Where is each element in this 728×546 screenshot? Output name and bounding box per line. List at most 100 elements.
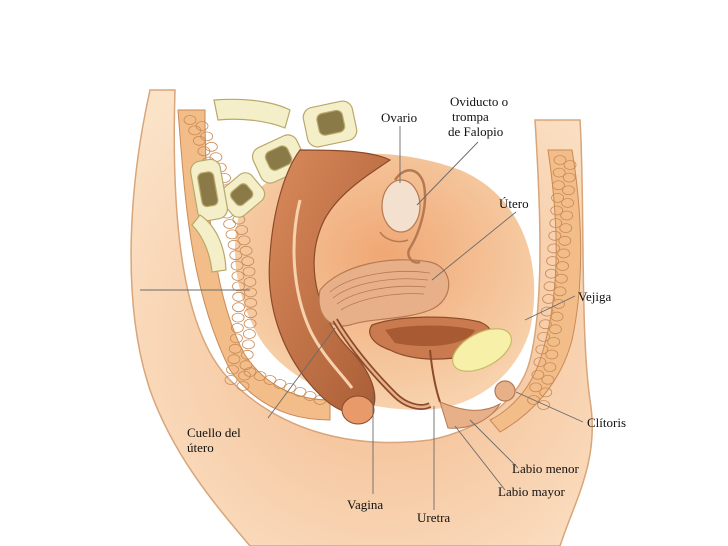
fat-cell bbox=[231, 271, 245, 281]
fat-cell bbox=[197, 146, 211, 157]
fat-cell bbox=[550, 311, 564, 322]
labia bbox=[439, 401, 502, 429]
fat-cell bbox=[192, 135, 206, 146]
fat-cell bbox=[226, 364, 239, 375]
fat-cell bbox=[225, 229, 239, 240]
fat-cell bbox=[243, 318, 257, 329]
fat-cell bbox=[563, 160, 577, 170]
fat-cell bbox=[562, 185, 575, 196]
anal-sphincter bbox=[341, 395, 375, 425]
fat-cell bbox=[242, 266, 256, 277]
fat-cell bbox=[230, 333, 243, 344]
fat-cell bbox=[243, 367, 257, 377]
fat-cell bbox=[533, 357, 547, 368]
fat-cell bbox=[560, 210, 574, 221]
fat-cell bbox=[541, 374, 555, 385]
fat-cell bbox=[543, 362, 557, 373]
label-vagina: Vagina bbox=[347, 497, 384, 512]
label-uretra: Uretra bbox=[417, 510, 451, 525]
fat-cell bbox=[539, 319, 552, 330]
fat-cell bbox=[242, 329, 256, 339]
fat-cell bbox=[544, 268, 558, 279]
fat-cell bbox=[239, 245, 253, 256]
fat-cell bbox=[229, 250, 243, 261]
fat-cell bbox=[227, 354, 241, 365]
clitoris bbox=[494, 380, 516, 402]
fat-cell bbox=[263, 375, 277, 385]
urethra bbox=[429, 349, 441, 403]
fat-cell bbox=[228, 343, 242, 354]
fat-cell bbox=[293, 387, 307, 397]
fat-cell bbox=[537, 331, 551, 342]
fat-cell bbox=[552, 299, 565, 309]
label-utero: Útero bbox=[499, 196, 529, 211]
fat-cell bbox=[242, 339, 255, 350]
label-oviducto-line3: de Falopio bbox=[448, 124, 504, 139]
fat-cell bbox=[558, 235, 572, 246]
fat-cell bbox=[559, 223, 573, 234]
label-cuello-line1: Cuello del bbox=[187, 425, 241, 440]
fat-cell bbox=[303, 391, 317, 401]
fat-cell bbox=[542, 294, 555, 304]
rectum bbox=[268, 149, 392, 415]
fat-cell bbox=[183, 115, 197, 125]
fat-cell bbox=[556, 261, 569, 271]
fat-cell bbox=[235, 225, 249, 235]
label-labio-mayor: Labio mayor bbox=[498, 484, 565, 499]
fat-cell bbox=[236, 381, 250, 391]
sacrum-vertebrae bbox=[190, 98, 358, 273]
fat-cell bbox=[539, 387, 553, 398]
fat-cell bbox=[543, 281, 557, 292]
pubic-bone bbox=[452, 328, 512, 372]
label-vejiga: Vejiga bbox=[578, 289, 612, 304]
body-outline bbox=[130, 89, 594, 546]
fat-cell bbox=[231, 312, 245, 323]
fat-cell bbox=[240, 349, 254, 360]
label-labio-menor: Labio menor bbox=[512, 461, 579, 476]
label-ovario: Ovario bbox=[381, 110, 418, 125]
fat-cell bbox=[232, 281, 245, 292]
label-clitoris: Clítoris bbox=[587, 415, 627, 430]
fat-cell bbox=[244, 297, 258, 308]
fat-cell bbox=[553, 155, 567, 165]
fat-cell bbox=[546, 256, 559, 266]
fat-cell bbox=[550, 205, 564, 216]
fat-cell bbox=[551, 192, 564, 203]
fat-cell bbox=[237, 235, 251, 246]
fat-cell bbox=[554, 273, 568, 284]
fat-cell bbox=[561, 197, 574, 208]
fat-cell bbox=[549, 324, 562, 335]
fat-cell bbox=[531, 369, 545, 380]
uterus-folds bbox=[329, 271, 431, 311]
label-oviducto: Oviducto o trompa de Falopio bbox=[448, 94, 508, 139]
fat-cell bbox=[244, 308, 257, 319]
fat-cell bbox=[545, 349, 559, 360]
fat-cell bbox=[232, 302, 245, 313]
fat-cell bbox=[535, 344, 549, 355]
fat-cell bbox=[244, 287, 257, 298]
fat-cell bbox=[527, 395, 540, 405]
fat-cell bbox=[243, 277, 257, 287]
fat-cell bbox=[239, 360, 253, 371]
front-fat-cells bbox=[527, 155, 577, 410]
fat-cell bbox=[223, 219, 237, 229]
front-fat-tissue bbox=[489, 149, 582, 433]
fat-cell bbox=[188, 125, 202, 136]
fat-cell bbox=[273, 379, 287, 389]
fat-cell bbox=[204, 141, 218, 152]
label-oviducto-line2: trompa bbox=[452, 109, 489, 124]
fat-cell bbox=[548, 230, 562, 241]
fat-cell bbox=[230, 323, 244, 333]
fat-cell bbox=[537, 400, 550, 410]
fat-cell bbox=[230, 260, 244, 271]
fat-cell bbox=[549, 218, 563, 229]
fat-cell bbox=[557, 248, 571, 259]
fat-cell bbox=[227, 239, 241, 250]
fallopian-tube bbox=[393, 169, 427, 264]
fat-cell bbox=[547, 243, 561, 254]
fat-cell bbox=[540, 306, 554, 317]
fat-cell bbox=[253, 371, 267, 381]
ovary bbox=[381, 179, 421, 233]
label-cuello-del-utero: Cuello del útero bbox=[187, 425, 241, 455]
